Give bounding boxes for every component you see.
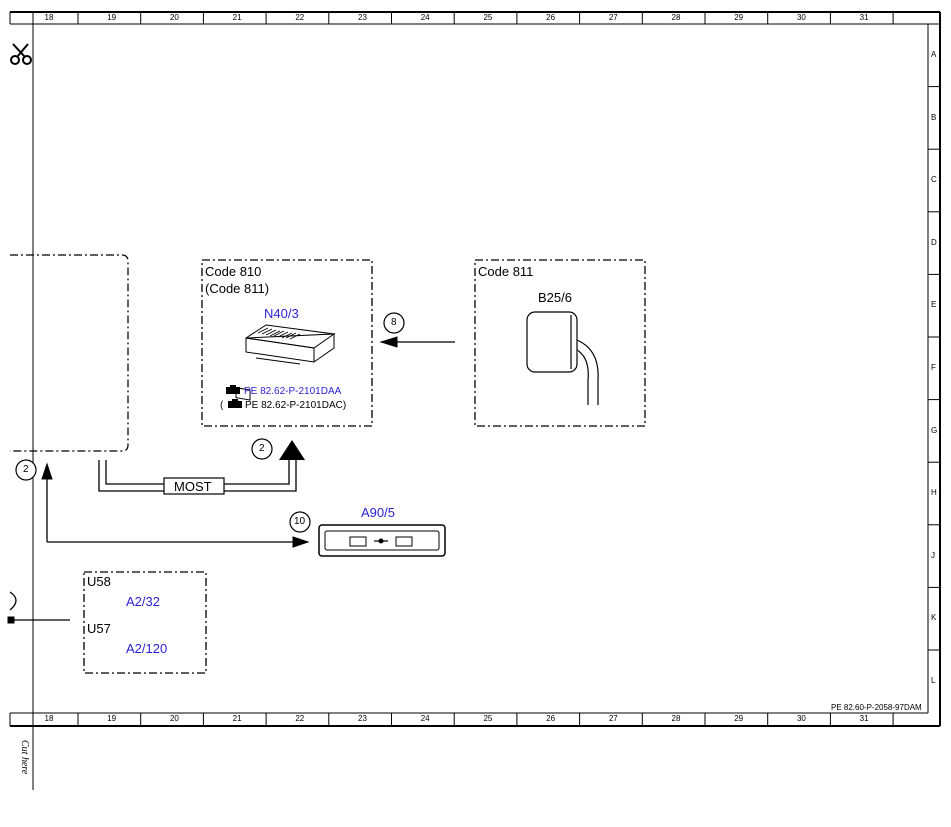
circle-2-top bbox=[251, 438, 273, 460]
column-label-bottom: 23 bbox=[358, 714, 367, 723]
most-label: MOST bbox=[174, 479, 212, 494]
n40-ref-paren: ( bbox=[220, 400, 224, 411]
column-label-bottom: 31 bbox=[859, 714, 869, 723]
row-label: A bbox=[931, 50, 937, 59]
control-module-icon bbox=[235, 324, 336, 401]
left-component-box bbox=[10, 254, 129, 452]
doc-reference: PE 82.60-P-2058-97DAM bbox=[831, 703, 922, 712]
column-label-bottom: 22 bbox=[295, 714, 305, 723]
u58-code: U58 bbox=[87, 574, 111, 589]
column-label-bottom: 20 bbox=[169, 714, 179, 723]
column-label-top: 20 bbox=[169, 13, 179, 22]
column-label-top: 27 bbox=[608, 13, 618, 22]
cut-here-label: Cut here bbox=[19, 740, 30, 775]
b25-box bbox=[474, 259, 646, 427]
scissors-icon bbox=[10, 43, 32, 65]
sensor-icon bbox=[526, 311, 599, 405]
row-label: E bbox=[931, 300, 937, 310]
row-separators bbox=[928, 86, 940, 651]
circle-2-top-text: 2 bbox=[259, 443, 265, 454]
column-label-top: 30 bbox=[796, 13, 806, 22]
circle-2-left-text: 2 bbox=[23, 464, 29, 475]
column-label-top: 22 bbox=[295, 13, 305, 22]
circle-8 bbox=[383, 312, 405, 334]
row-label: J bbox=[931, 550, 935, 560]
a90-component[interactable]: A90/5 bbox=[361, 505, 395, 520]
n40-ref-link-1[interactable]: PE 82.62-P-2101DAA bbox=[244, 386, 342, 397]
row-label: D bbox=[931, 237, 937, 247]
reference-hand-icon-2 bbox=[228, 399, 242, 408]
row-label: G bbox=[931, 425, 938, 435]
row-label: H bbox=[931, 488, 937, 498]
column-label-top: 23 bbox=[358, 13, 367, 22]
column-label-bottom: 25 bbox=[483, 714, 493, 723]
circle-2-left bbox=[15, 459, 37, 481]
column-separators bbox=[77, 12, 894, 726]
circle-10 bbox=[289, 511, 311, 533]
n40-box bbox=[201, 259, 373, 427]
circle-8-text: 8 bbox=[391, 317, 397, 328]
column-label-top: 19 bbox=[107, 13, 117, 22]
column-label-top: 25 bbox=[483, 13, 493, 22]
n40-component[interactable]: N40/3 bbox=[264, 306, 299, 321]
row-label: L bbox=[931, 676, 936, 685]
arrow-up-large bbox=[279, 440, 305, 460]
usb-component-icon bbox=[318, 524, 446, 557]
column-label-top: 29 bbox=[734, 13, 744, 22]
column-label-bottom: 19 bbox=[107, 714, 117, 723]
frame-border bbox=[9, 11, 941, 790]
column-label-top: 21 bbox=[232, 13, 242, 22]
column-label-top: 26 bbox=[546, 13, 556, 22]
column-label-bottom: 24 bbox=[420, 714, 430, 723]
left-edge-arc bbox=[9, 591, 17, 611]
u58-box bbox=[83, 571, 207, 674]
n40-code-alt: (Code 811) bbox=[205, 281, 270, 296]
row-label: F bbox=[931, 363, 936, 372]
arrow-left-edge bbox=[7, 616, 70, 624]
column-label-bottom: 21 bbox=[232, 714, 242, 723]
column-label-bottom: 27 bbox=[608, 714, 618, 723]
column-label-top: 18 bbox=[44, 13, 54, 22]
n40-ref-link-2[interactable]: PE 82.62-P-2101DAC) bbox=[245, 400, 347, 411]
row-label: C bbox=[931, 175, 937, 185]
column-label-bottom: 28 bbox=[671, 714, 681, 723]
column-label-top: 24 bbox=[420, 13, 430, 22]
u57-component[interactable]: A2/120 bbox=[126, 641, 168, 656]
column-label-bottom: 26 bbox=[546, 714, 556, 723]
column-label-bottom: 29 bbox=[734, 714, 744, 723]
column-label-bottom: 30 bbox=[796, 714, 806, 723]
arrow-10 bbox=[41, 462, 310, 548]
circle-10-text: 10 bbox=[294, 516, 306, 527]
b25-code: Code 811 bbox=[478, 264, 534, 279]
b25-component: B25/6 bbox=[538, 290, 572, 305]
row-label: B bbox=[931, 112, 937, 122]
u57-code: U57 bbox=[87, 621, 111, 636]
most-label-box bbox=[163, 477, 225, 495]
column-label-bottom: 18 bbox=[44, 714, 54, 723]
u58-component[interactable]: A2/32 bbox=[126, 594, 160, 609]
arrow-8 bbox=[379, 336, 455, 348]
column-label-top: 28 bbox=[671, 13, 681, 22]
n40-code: Code 810 bbox=[205, 264, 262, 279]
column-label-top: 31 bbox=[859, 13, 869, 22]
reference-hand-icon bbox=[226, 385, 240, 394]
row-label: K bbox=[931, 613, 937, 623]
